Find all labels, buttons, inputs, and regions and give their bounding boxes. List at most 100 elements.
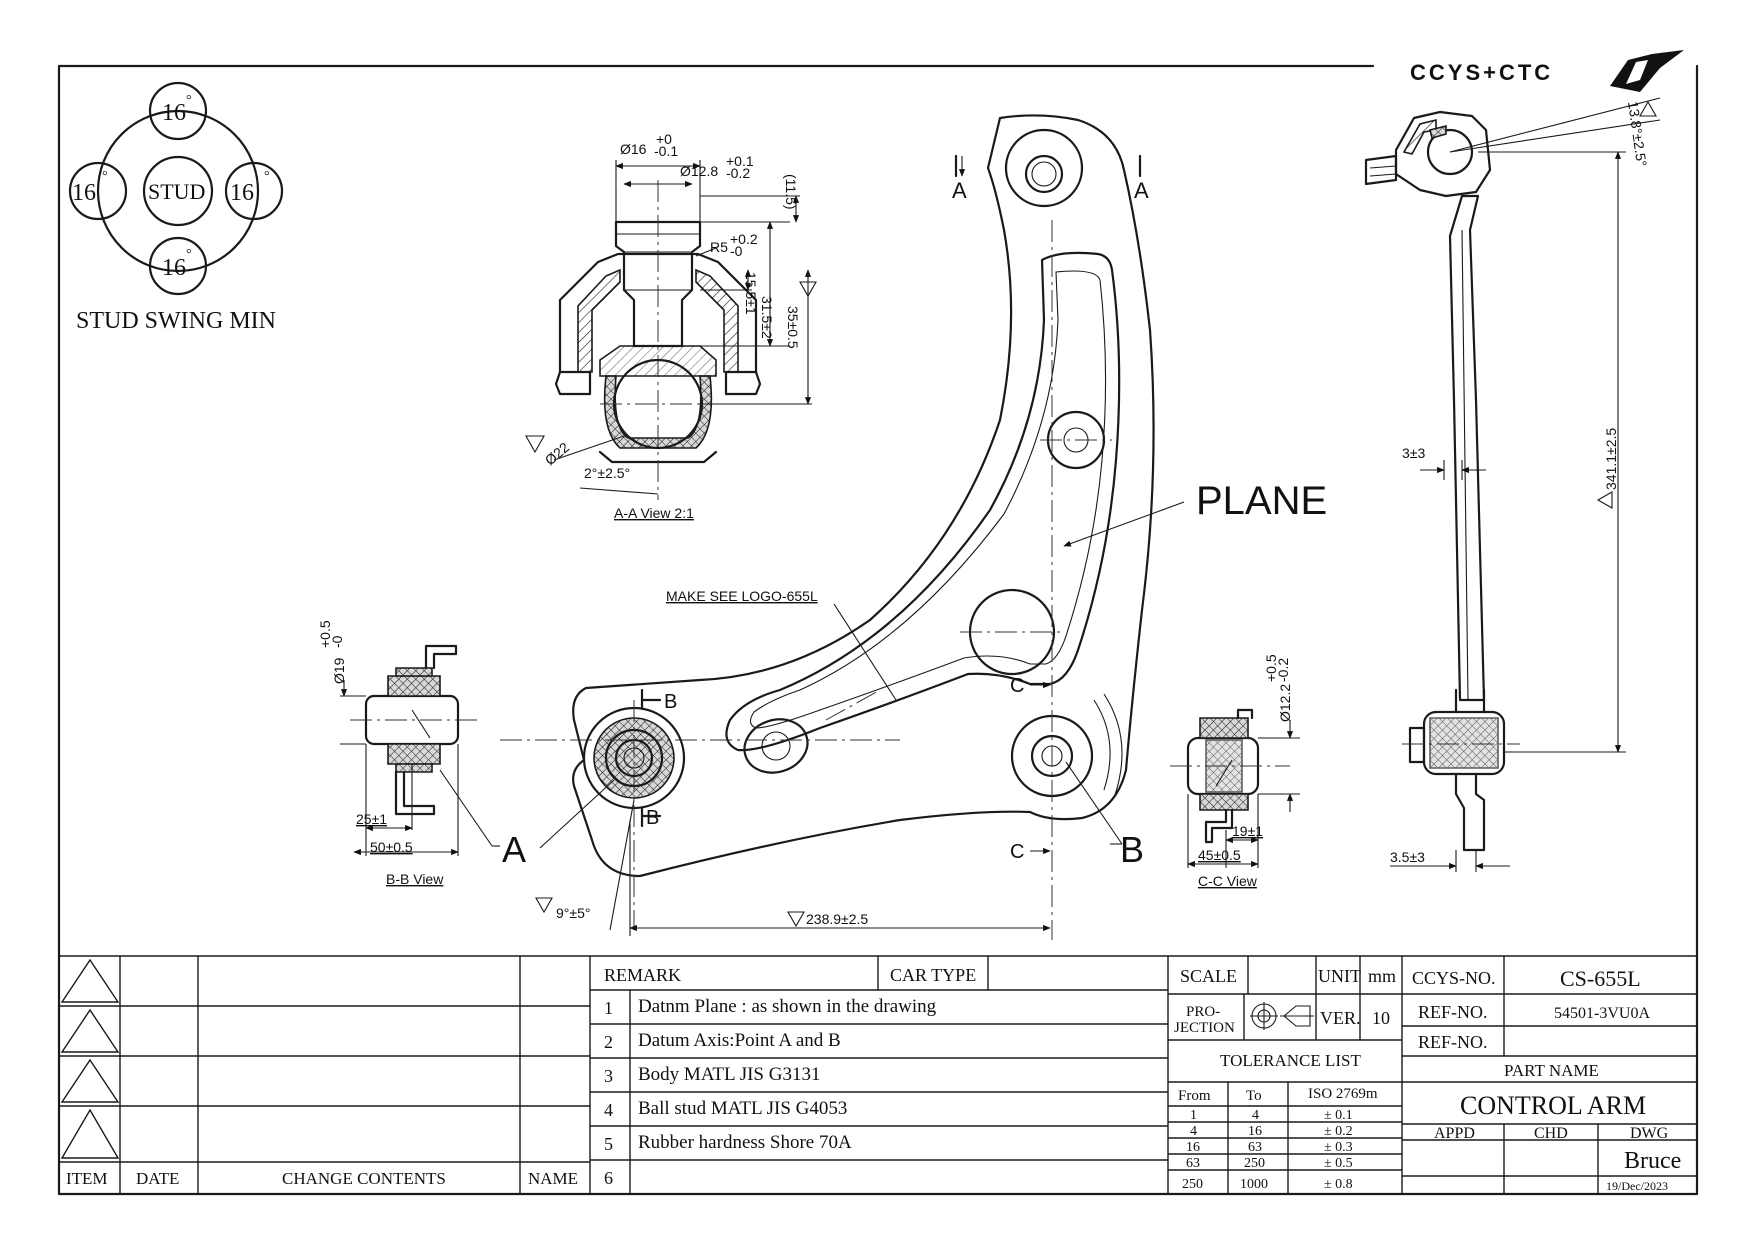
dwg-label: DWG [1630, 1125, 1669, 1142]
section-a-left: A [952, 178, 967, 203]
swing-center-label: STUD [148, 179, 205, 204]
dim-w3: 3±3 [1402, 445, 1425, 461]
plane-label: PLANE [1196, 479, 1327, 523]
dim-ang2: 2°±2.5° [584, 465, 630, 481]
projection-label-1: PRO- [1186, 1004, 1220, 1020]
tol-header-iso: ISO 2769m [1308, 1086, 1378, 1102]
unit-label: UNIT [1318, 966, 1361, 986]
dim-d19-tol-dn: -0 [329, 635, 345, 648]
projection-symbol [1250, 1002, 1314, 1030]
part-name-value: CONTROL ARM [1460, 1091, 1646, 1120]
tol-value: ± 0.3 [1324, 1140, 1353, 1155]
ref-no-label: REF-NO. [1418, 1002, 1488, 1022]
tol-from: 63 [1186, 1156, 1200, 1171]
dim-h315: 31.5±2 [759, 296, 775, 339]
car-type-label: CAR TYPE [890, 965, 976, 985]
swing-bottom-value: 16 [162, 255, 186, 281]
dim-d122-tol-up: +0.5 [1263, 654, 1279, 682]
title-block: ITEM DATE CHANGE CONTENTS NAME REMARK CA… [59, 955, 1697, 1194]
tol-from: 4 [1190, 1124, 1197, 1139]
aa-view-title: A-A View 2:1 [614, 505, 694, 521]
dim-len341: 341.1±2.5 [1603, 428, 1619, 490]
bb-view-title: B-B View [386, 871, 444, 887]
tol-value: ± 0.5 [1324, 1156, 1353, 1171]
dim-d22: Ø22 [542, 439, 573, 468]
control-arm-top-view: A A B B C C B A PLANE MAKE SEE LOGO-655L… [500, 114, 1327, 940]
dim-d19: Ø19 [331, 657, 347, 684]
dim-d128-tol-dn: -0.2 [726, 165, 750, 181]
remark-no: 3 [604, 1066, 613, 1086]
remark-text: Rubber hardness Shore 70A [638, 1132, 852, 1153]
ref-no-value: 54501-3VU0A [1554, 1005, 1650, 1022]
rev-header-change: CHANGE CONTENTS [282, 1169, 446, 1188]
datum-b-label: B [1120, 829, 1144, 870]
rev-header-item: ITEM [66, 1169, 108, 1188]
section-c-top: C [1010, 675, 1024, 697]
remark-no: 1 [604, 998, 613, 1018]
dim-d122-tol-dn: -0.2 [1275, 658, 1291, 682]
rev-header-date: DATE [136, 1169, 179, 1188]
remark-no: 5 [604, 1134, 613, 1154]
dim-w25: 25±1 [356, 811, 387, 827]
swing-top-value: 16 [162, 100, 186, 126]
tol-to: 250 [1244, 1156, 1265, 1171]
tol-value: ± 0.2 [1324, 1124, 1353, 1139]
swing-left-degree: ° [102, 169, 108, 184]
logo-text: CCYS+CTC [1410, 60, 1553, 85]
remark-label: REMARK [604, 965, 681, 985]
tolerance-title: TOLERANCE LIST [1220, 1051, 1361, 1070]
tol-to: 16 [1248, 1124, 1262, 1139]
tol-header-from: From [1178, 1088, 1211, 1104]
dwg-name: Bruce [1624, 1148, 1681, 1174]
dim-d16-tol-dn: -0.1 [654, 143, 678, 159]
appd-label: APPD [1434, 1125, 1475, 1142]
logo-note: MAKE SEE LOGO-655L [666, 588, 818, 604]
swing-top-degree: ° [186, 93, 192, 108]
tol-value: ± 0.8 [1324, 1177, 1353, 1192]
swing-right-value: 16 [230, 180, 254, 206]
tol-from: 250 [1182, 1177, 1203, 1192]
swing-right-degree: ° [264, 169, 270, 184]
aa-section-view: Ø16 +0 -0.1 Ø12.8 +0.1 -0.2 R5 +0.2 -0 (… [525, 131, 817, 521]
datum-a-label: A [502, 829, 526, 870]
dim-d128-tol-up: +0.1 [726, 153, 754, 169]
rev-header-name: NAME [528, 1169, 578, 1188]
cc-section-view: Ø12.2 +0.5 -0.2 19±1 45±0.5 C-C View [1170, 654, 1300, 889]
ccys-no-value: CS-655L [1560, 966, 1641, 991]
remark-rows: 1 Datnm Plane : as shown in the drawing … [604, 996, 937, 1188]
scale-label: SCALE [1180, 966, 1237, 986]
section-a-right: A [1134, 178, 1149, 203]
part-name-label: PART NAME [1504, 1061, 1599, 1080]
tol-to: 1000 [1240, 1177, 1268, 1192]
dim-r5: R5 [710, 239, 728, 255]
section-c-bottom: C [1010, 841, 1024, 863]
swing-caption: STUD SWING MIN [76, 308, 276, 334]
swing-outer-circle [96, 109, 260, 273]
ver-value: 10 [1372, 1008, 1390, 1028]
remark-text: Datum Axis:Point A and B [638, 1030, 841, 1051]
ver-label: VER. [1320, 1008, 1361, 1028]
swing-bottom-degree: ° [186, 247, 192, 262]
dim-d128: Ø12.8 [680, 163, 718, 179]
remark-text: Datnm Plane : as shown in the drawing [638, 996, 937, 1017]
dim-ref115: (11.5) [783, 174, 799, 210]
dim-h35: 35±0.5 [785, 306, 801, 349]
section-b-bottom: B [646, 807, 659, 829]
tol-to: 63 [1248, 1140, 1262, 1155]
dwg-date: 19/Dec/2023 [1606, 1179, 1668, 1193]
section-b-top: B [664, 691, 677, 713]
tol-from: 16 [1186, 1140, 1200, 1155]
dim-ang138: 13.8°±2.5° [1625, 100, 1650, 167]
chd-label: CHD [1534, 1125, 1568, 1142]
dim-w35: 3.5±3 [1390, 849, 1425, 865]
projection-label-2: JECTION [1174, 1020, 1235, 1036]
tol-from: 1 [1190, 1108, 1197, 1123]
tol-to: 4 [1252, 1108, 1259, 1123]
remark-no: 2 [604, 1032, 613, 1052]
remark-no: 6 [604, 1168, 613, 1188]
side-view: 13.8°±2.5° 341.1±2.5 3±3 3.5±3 [1364, 97, 1661, 872]
dim-r5-tol-dn: -0 [730, 243, 743, 259]
dim-d16: Ø16 [620, 141, 647, 157]
remark-no: 4 [604, 1100, 613, 1120]
